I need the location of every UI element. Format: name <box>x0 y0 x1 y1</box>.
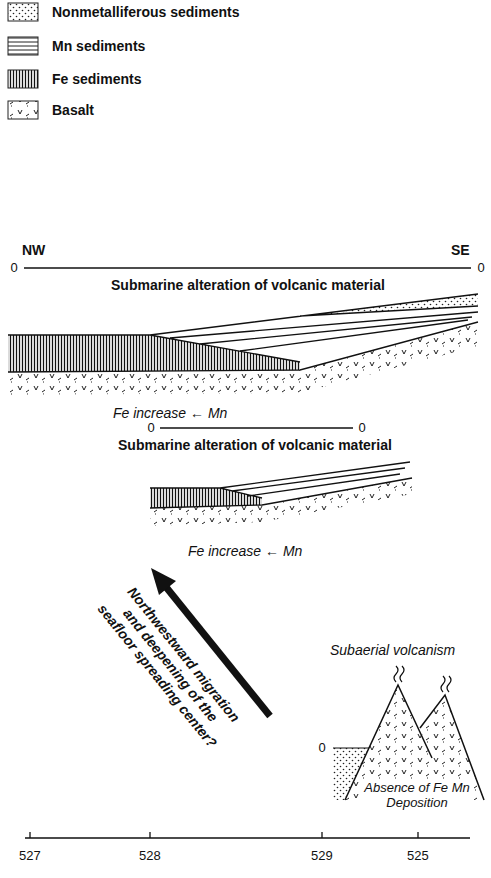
legend-swatch <box>8 3 38 21</box>
volcanic-smoke <box>394 666 451 692</box>
layer-boundaries <box>8 294 478 372</box>
legend-swatch <box>8 101 38 119</box>
trend-note: Fe increase ← Mn <box>113 405 227 422</box>
layer-boundaries <box>150 462 412 508</box>
compass-label: NW <box>22 242 45 259</box>
depth-zero: 0 <box>359 420 366 436</box>
deposition-note: Absence of Fe Mn Deposition <box>361 779 473 812</box>
section-title: Submarine alteration of volcanic materia… <box>111 277 385 294</box>
compass-label: SE <box>451 242 470 259</box>
migration-arrow-head <box>151 568 176 595</box>
depth-zero: 0 <box>11 260 18 276</box>
basalt-layer <box>8 322 478 395</box>
site-axis <box>25 832 470 838</box>
sea-level-line <box>333 748 369 749</box>
legend-text: Nonmetalliferous sediments <box>52 4 240 21</box>
trend-note: Fe increase ← Mn <box>188 543 302 560</box>
sea-level-line <box>24 267 471 269</box>
depth-zero: 0 <box>148 420 155 436</box>
legend-swatch <box>8 70 38 88</box>
site-number: 529 <box>311 848 333 864</box>
section-title: Submarine alteration of volcanic materia… <box>118 437 392 454</box>
legend-text: Mn sediments <box>52 38 145 55</box>
volcanism-label: Subaerial volcanism <box>330 642 455 659</box>
depth-zero: 0 <box>478 260 485 276</box>
legend-text: Fe sediments <box>52 71 141 88</box>
site-number: 528 <box>139 848 161 864</box>
legend-swatch <box>8 37 38 55</box>
site-number: 525 <box>407 848 429 864</box>
depth-zero: 0 <box>319 740 326 756</box>
legend-text: Basalt <box>52 102 94 119</box>
sea-level-line <box>160 427 353 429</box>
site-number: 527 <box>19 848 41 864</box>
